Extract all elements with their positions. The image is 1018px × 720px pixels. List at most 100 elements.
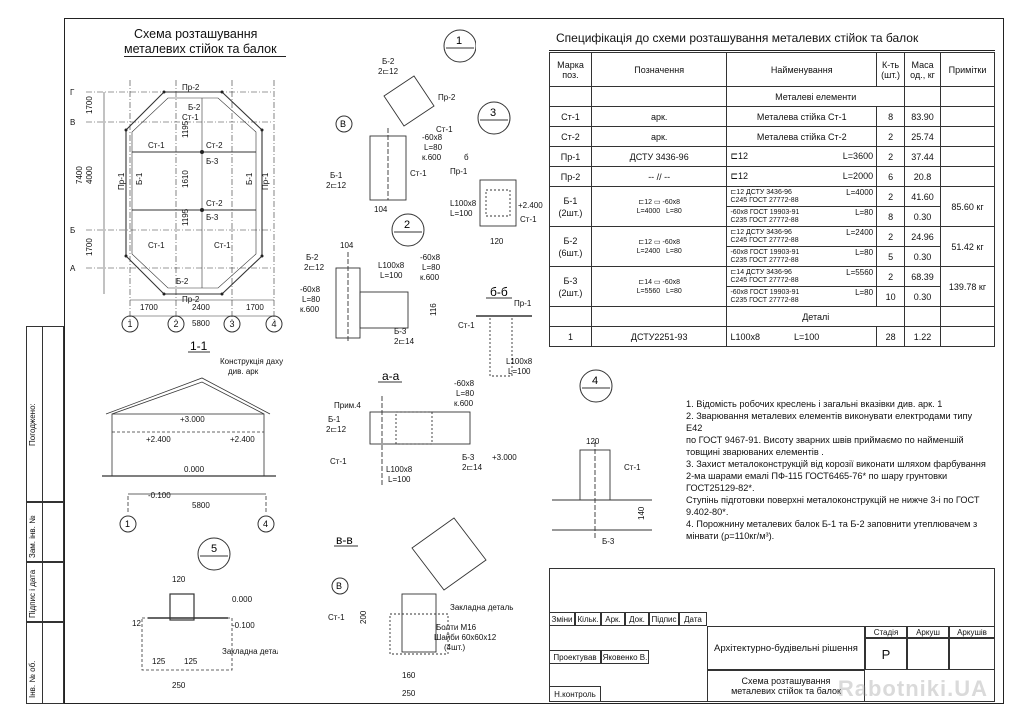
spec-r4-des: -- // -- [590,166,728,187]
d1-plate: -60x8 [422,133,443,142]
d1-l: L=80 [424,143,443,152]
note-3: 3. Захист металоконструкцій від корозії … [686,459,986,493]
d1-k: к.600 [422,153,442,162]
spec-b2-note: 51.42 кг [940,226,995,267]
spec-b1-mark: Б-1 [563,195,578,206]
spec-r3-des: ДСТУ 3436-96 [590,146,728,167]
d1-st1: Ст-1 [436,125,453,134]
plan-label-st1-l: Ст-1 [148,141,165,150]
detail-5-levelneg: -0.100 [232,621,255,630]
aa-b1-prof: 2⊏12 [326,425,347,434]
detail-4: 4 120 Ст-1 140 Б-3 [552,369,652,546]
spec-r1-qty: 8 [876,106,906,127]
aa-k: к.600 [454,399,474,408]
sec11-axis-4: 4 [263,519,268,529]
plan-label-b3: Б-3 [206,157,219,166]
plan-dim-inner-1: 1195 [181,120,190,138]
d2-w: 104 [340,241,354,250]
plan-label-st2-b: Ст-2 [206,199,223,208]
detail-1: 1 В Б-2 2⊏12 Пр-2 Ст-1 -60x8 L=80 к.600 … [326,29,476,214]
axis-4: 4 [271,319,276,329]
plan-label-pr1-l: Пр-1 [117,172,126,190]
section-vv: в-в В Закладна деталь Болти М16 Шайби 60… [328,517,513,698]
spec-r1-des: арк. [590,106,728,127]
side-stamp: Погоджено: Зам. інв. № Підпис і дата Інв… [26,326,64,704]
aa-ang: L100x8 [386,465,413,474]
d3-pr1: Пр-1 [450,167,468,176]
note-1: 1. Відомість робочих креслень і загальні… [686,399,943,409]
aa-note: Прим.4 [334,401,361,410]
aa-plate: -60x8 [454,379,475,388]
plan-label-b1-r: Б-1 [245,172,254,185]
spec-r4-len: L=2000 [842,171,874,181]
spec-r3-mark: Пр-1 [549,146,592,167]
plan-label-st1-br: Ст-1 [214,241,231,250]
spec-r4-name: ⊏12 [730,171,748,181]
detail-5-t: 12 [132,619,141,628]
plan-dim-inner-2: 1610 [181,170,190,188]
sec11-level-240b: +2.400 [230,435,255,444]
sec11-dim: 5800 [192,501,210,510]
plan-title-line1: Схема розташування [134,27,258,41]
side-replace-inv: Зам. інв. № [28,515,37,558]
d3-b: б [464,153,469,162]
detail-5-d2: 125 [184,657,198,666]
vv-embed: Закладна деталь [450,603,513,612]
axis-v: В [70,118,75,127]
bb-ang: L100x8 [506,357,533,366]
title-block: Зміни Кільк. Арк. Док. Підпис Дата Проек… [549,568,995,702]
plan-dim-left-2: 4000 [85,166,94,184]
sec11-level-neg: -0.100 [148,491,171,500]
spec-h-name: Найменування [726,52,878,87]
spec-r2-name: Металева стійка Ст-2 [726,126,878,147]
vv-count: (4шт.) [444,643,466,652]
axis-3: 3 [229,319,234,329]
axis-2: 2 [173,319,178,329]
aa-level: +3.000 [492,453,517,462]
spec-r1-mark: Ст-1 [549,106,592,127]
plan-dim-3: 1700 [246,303,264,312]
d2-dim: 116 [429,303,438,316]
spec-r3-name: ⊏12 [730,151,748,161]
spec-group2: Деталі [726,306,906,327]
bb-st1: Ст-1 [458,321,475,330]
side-approved: Погоджено: [28,403,37,446]
spec-r2-mark: Ст-2 [549,126,592,147]
sec11-level-0: 0.000 [184,465,205,474]
plan-title-line2: металевих стійок та балок [124,42,277,56]
detail-3: 3 б Пр-1 L100x8 L=100 +2.400 Ст-1 120 [450,101,543,246]
d3-level: +2.400 [518,201,543,210]
vv-st1: Ст-1 [328,613,345,622]
section-bb: б-б Пр-1 Ст-1 L100x8 L=100 [458,285,533,377]
spec-h-note: Примітки [940,52,995,87]
d2-b3-prof: 2⊏14 [394,337,415,346]
tb-sheet-title-1: Схема розташування [741,676,831,686]
spec-h-mass: Маса од., кг [904,52,942,87]
d4-b3: Б-3 [602,537,615,546]
d2-plate: -60x8 [420,253,441,262]
vv-axis: В [336,581,342,591]
plan-label-b1-l: Б-1 [135,172,144,185]
plan-label-st2: Ст-2 [206,141,223,150]
spec-h-qty: К-ть (шт.) [876,52,906,87]
spec-last-des: ДСТУ2251-93 [590,326,728,347]
plan-label-st1-top: Ст-1 [182,113,199,122]
d3-ang: L100x8 [450,199,477,208]
section-aa: а-а Прим.4 Б-1 2⊏12 -60x8 L=80 к.600 Ст-… [326,369,517,486]
plan-label-pr1-r: Пр-1 [261,172,270,190]
detail-1-axis: В [340,119,346,129]
tb-project: Архітектурно-будівельні рішення [707,626,865,670]
d2-k2: к.600 [300,305,320,314]
aa-st1: Ст-1 [330,457,347,466]
axis-g: Г [70,88,75,97]
spec-b3-cnt: (2шт.) [558,287,583,298]
detail-5-total: 250 [172,681,186,690]
plan-label-b2-bot: Б-2 [176,277,189,286]
aa-b3: Б-3 [462,453,475,462]
plan-dim-1: 1700 [140,303,158,312]
sec11-level-240a: +2.400 [146,435,171,444]
plan-label-b3-b: Б-3 [206,213,219,222]
roof-label-2: див. арк [228,367,259,376]
d4-st1: Ст-1 [624,463,641,472]
spec-title: Специфікація до схеми розташування метал… [556,31,919,45]
